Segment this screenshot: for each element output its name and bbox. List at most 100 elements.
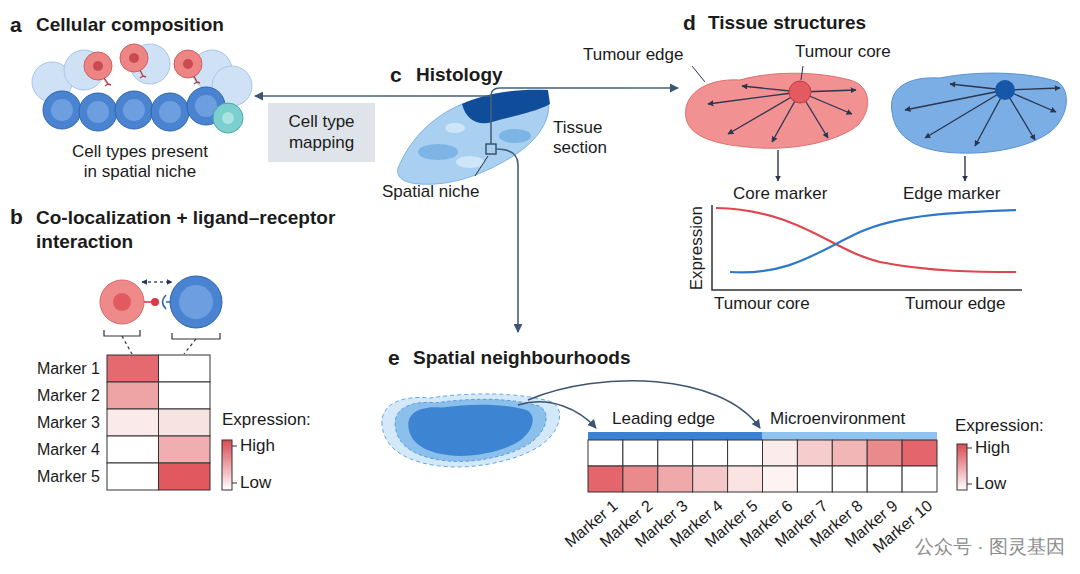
cell-cluster — [159, 101, 181, 123]
cell-cluster — [120, 44, 148, 72]
heatmap — [588, 466, 623, 492]
cell-cluster — [43, 91, 81, 129]
region-bar — [763, 432, 938, 440]
tissue-section — [398, 90, 550, 185]
part-label: Tumour core — [795, 42, 891, 62]
cell-cluster — [93, 61, 103, 71]
tumour-core-figure — [686, 66, 868, 181]
heatmap — [623, 466, 658, 492]
tissue-section — [456, 156, 484, 168]
marker-label: Marker 4 — [18, 440, 100, 459]
panel-letter: b — [10, 204, 23, 229]
caption-label: Cell types present in spatial niche — [66, 142, 214, 183]
heatmap — [728, 466, 763, 492]
interaction-figure — [100, 276, 222, 354]
interaction-figure — [170, 276, 222, 328]
heatmap — [588, 440, 623, 466]
part-label: Tumour edge — [583, 45, 683, 65]
marker-label: Marker 2 — [18, 386, 100, 405]
expression-chart — [712, 205, 1022, 290]
region-label: Microenvironment — [770, 409, 905, 429]
region-bar — [588, 432, 937, 440]
heatmap — [728, 440, 763, 466]
color-scale — [222, 440, 237, 490]
cell-cluster — [104, 70, 200, 86]
part-label: Tissue section — [553, 118, 627, 159]
curve-label: Edge marker — [903, 184, 1000, 204]
expression-chart — [730, 210, 1016, 272]
heatmap — [107, 355, 159, 382]
expression-chart — [712, 205, 1022, 290]
heatmap — [658, 466, 693, 492]
tumour-edge-figure — [964, 156, 965, 181]
region-label: Leading edge — [612, 409, 715, 429]
interaction-figure — [104, 330, 220, 339]
interaction-figure — [144, 301, 152, 303]
legend-label: High — [975, 438, 1010, 458]
panel-title: Spatial neighbourhoods — [413, 347, 630, 370]
cell-cluster — [51, 99, 73, 121]
heatmap — [867, 440, 902, 466]
pointer-arrow — [518, 402, 596, 428]
marker-label: Marker 1 — [18, 359, 100, 378]
color-scale — [967, 448, 972, 484]
curve-label: Core marker — [733, 184, 827, 204]
heatmap — [763, 440, 798, 466]
tumour-edge-figure — [905, 90, 1005, 110]
edge-label-box: Cell type mapping — [268, 103, 375, 162]
heatmap — [623, 440, 658, 466]
color-scale — [957, 444, 967, 490]
cell-cluster — [213, 103, 243, 133]
tumour-core-figure — [686, 73, 868, 148]
tumour-core-figure — [708, 86, 856, 142]
cell-cluster — [32, 44, 252, 133]
tissue-neighbourhood — [382, 394, 560, 467]
panel-title: Co-localization + ligand–receptor intera… — [36, 206, 336, 254]
heatmap — [832, 440, 867, 466]
panel-letter: a — [10, 12, 22, 37]
heatmap — [107, 355, 210, 490]
connector-arrow — [517, 205, 519, 332]
cell-cluster — [183, 59, 193, 69]
connector-arrow — [628, 87, 678, 89]
branch-line — [380, 88, 628, 205]
color-scale — [222, 440, 232, 490]
interaction-figure — [122, 336, 196, 354]
heatmap — [658, 440, 693, 466]
legend-label: High — [240, 436, 275, 456]
axis-label: Tumour edge — [905, 294, 1005, 314]
heatmap — [693, 440, 728, 466]
interaction-figure — [100, 280, 144, 324]
expression-chart — [716, 208, 1016, 272]
cell-cluster — [115, 91, 153, 129]
panel-title: Tissue structures — [708, 12, 866, 35]
cell-cluster — [222, 112, 234, 124]
legend-label: Low — [975, 474, 1006, 494]
panel-title: Cellular composition — [36, 14, 224, 37]
color-scale — [957, 444, 972, 490]
tissue-section — [486, 144, 496, 154]
panel-letter: e — [388, 345, 400, 370]
cell-cluster — [129, 53, 139, 63]
heatmap — [107, 409, 159, 436]
interaction-figure — [142, 281, 172, 282]
legend-label: Low — [240, 473, 271, 493]
interaction-figure — [179, 285, 213, 319]
interaction-figure — [163, 295, 171, 309]
color-scale — [232, 446, 237, 483]
tumour-edge-figure — [891, 73, 1066, 181]
heatmap — [107, 436, 159, 463]
tissue-section — [499, 129, 531, 143]
panel: a Cellular compositionCell types present … — [5, 8, 255, 196]
heatmap — [107, 463, 159, 490]
cell-cluster — [174, 50, 202, 78]
cell-cluster — [84, 52, 112, 80]
cell-cluster — [123, 99, 145, 121]
branch-line — [380, 96, 491, 144]
heatmap — [159, 463, 211, 490]
tumour-edge-figure — [925, 90, 1005, 138]
panel: dTissue structuresTumour coreCore marker… — [678, 5, 1075, 320]
